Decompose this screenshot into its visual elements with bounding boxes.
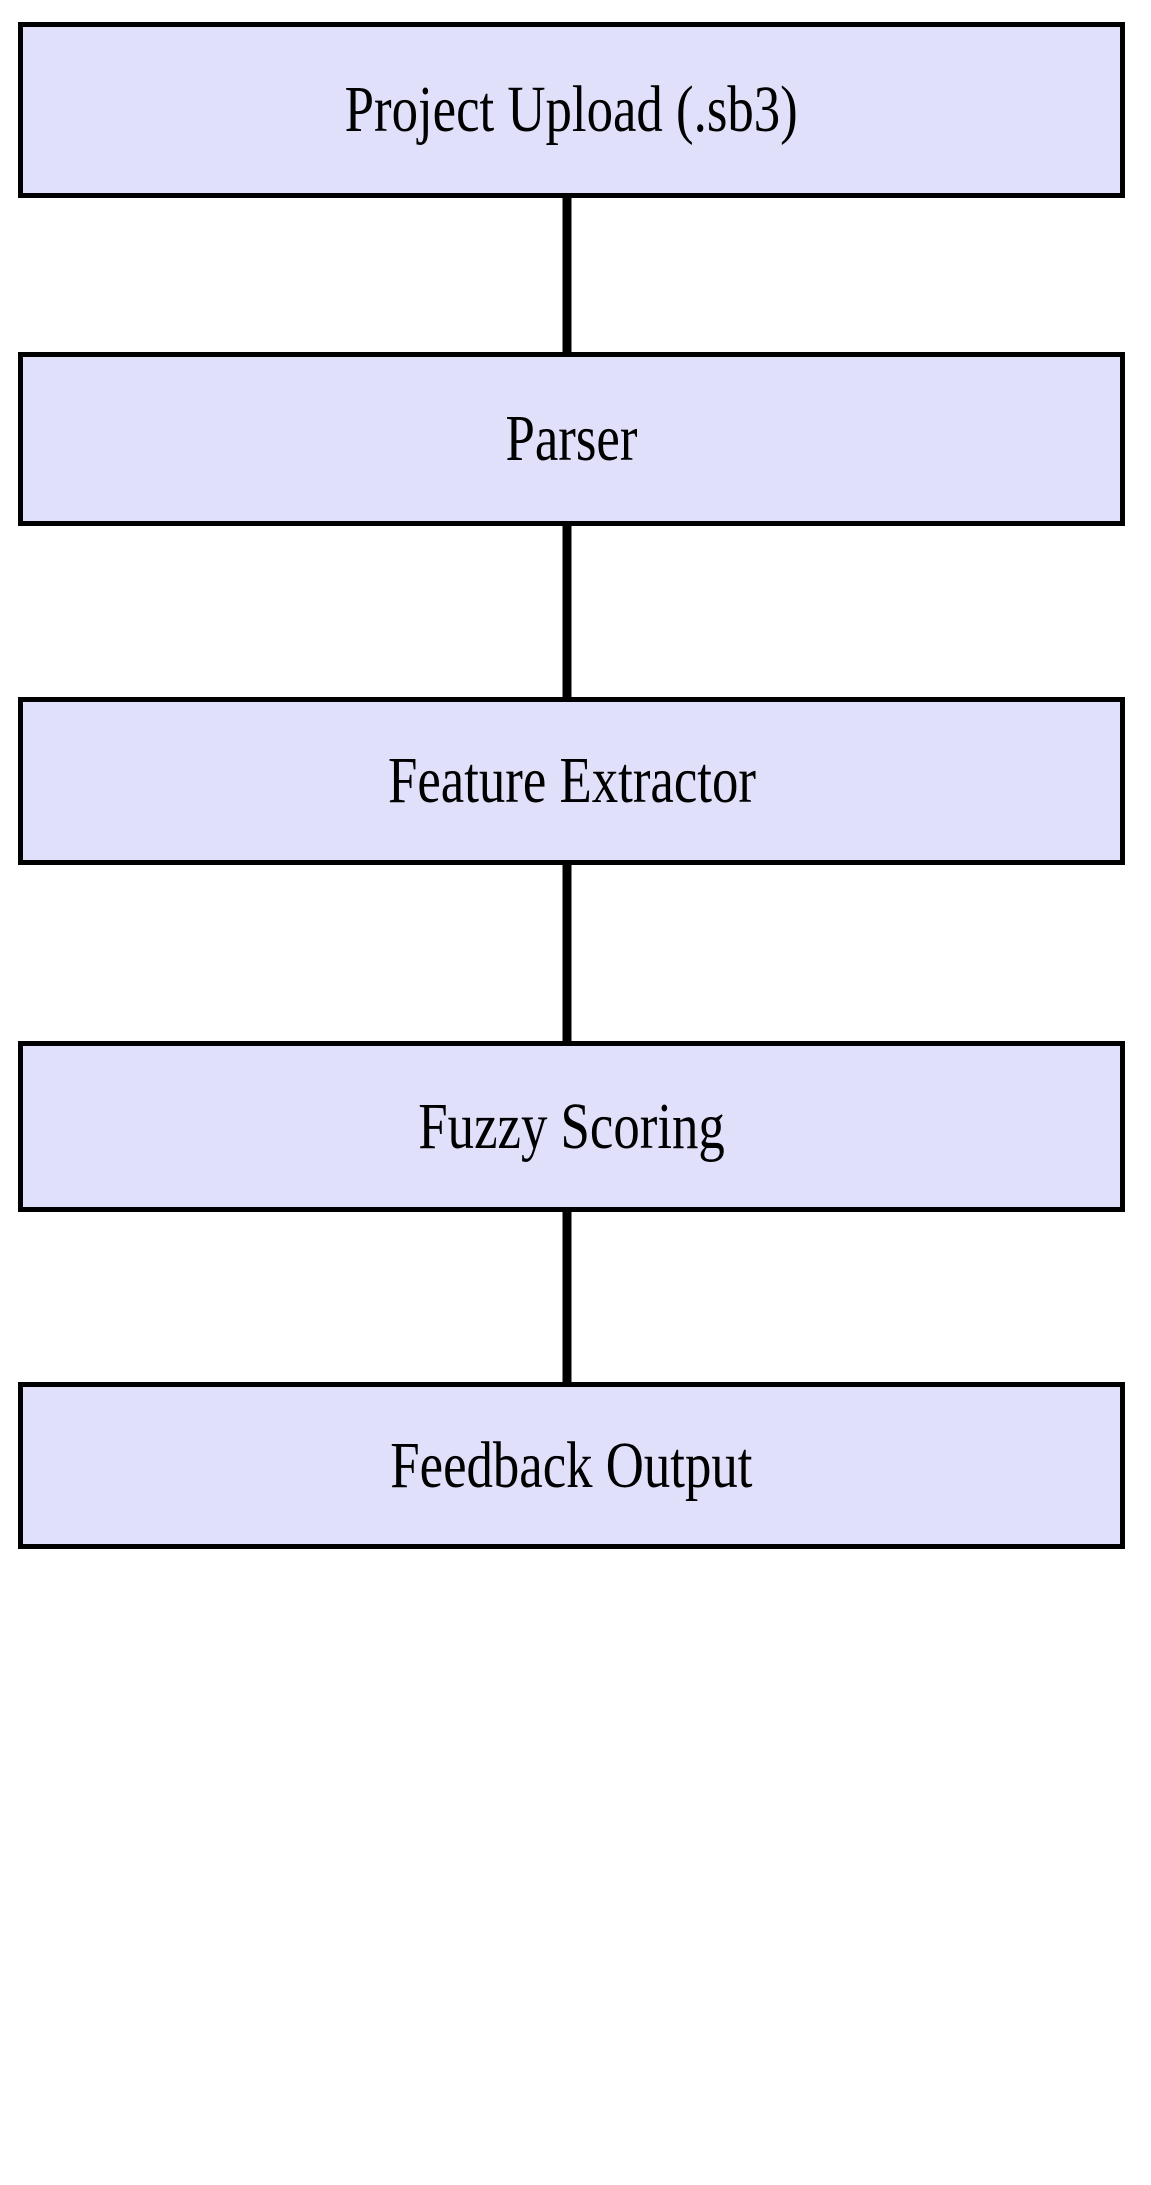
node-label: Feedback Output xyxy=(390,1428,753,1502)
node-label: Parser xyxy=(505,402,638,476)
node-fuzzy-scoring[interactable]: Fuzzy Scoring xyxy=(18,1041,1125,1212)
node-parser[interactable]: Parser xyxy=(18,352,1125,526)
node-label: Feature Extractor xyxy=(387,744,756,818)
node-feedback-output[interactable]: Feedback Output xyxy=(18,1382,1125,1549)
node-project-upload[interactable]: Project Upload (.sb3) xyxy=(18,22,1125,198)
node-label: Fuzzy Scoring xyxy=(418,1089,725,1163)
node-feature-extractor[interactable]: Feature Extractor xyxy=(18,697,1125,865)
node-label: Project Upload (.sb3) xyxy=(344,73,799,147)
